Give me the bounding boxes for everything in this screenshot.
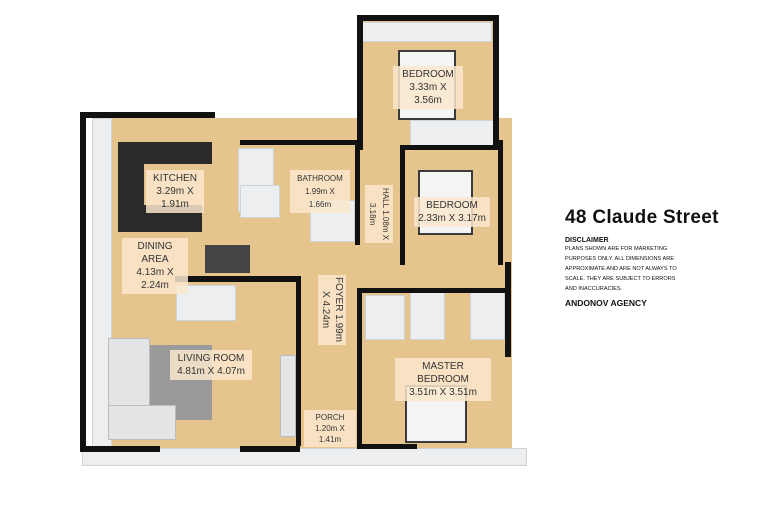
agency-name: ANDONOV AGENCY: [565, 298, 647, 308]
wall: [355, 145, 360, 245]
wall: [80, 112, 86, 452]
wall: [175, 276, 300, 282]
wall-face: [82, 448, 527, 466]
wall: [296, 276, 301, 446]
room-name: MASTER BEDROOM: [417, 361, 469, 385]
room-size: 1.99m X 1.66m: [305, 187, 335, 209]
room-label-bedroom-top: BEDROOM 3.33m X 3.56m: [393, 66, 463, 109]
wall: [105, 112, 215, 118]
room-size: 4.13m X 2.24m: [136, 267, 174, 291]
info-panel: 48 Claude Street DISCLAIMER Plans shown …: [565, 207, 765, 308]
room-size: 2.33m X 3.17m: [418, 213, 486, 224]
room-name: FOYER: [333, 277, 344, 312]
dining-table: [205, 245, 250, 273]
room-size: 4.81m X 4.07m: [177, 366, 245, 377]
room-name: HALL: [381, 187, 390, 208]
room-label-living: LIVING ROOM 4.81m X 4.07m: [170, 350, 252, 380]
room-size: 1.99m X 4.24m: [320, 291, 344, 343]
wall: [80, 112, 110, 118]
wall: [240, 140, 360, 145]
room-label-porch: PORCH 1.20m X 1.41m: [304, 410, 356, 447]
room-name: BEDROOM: [402, 69, 454, 80]
wall: [357, 15, 497, 21]
room-size: 1.08m X 3.18m: [368, 202, 390, 241]
wall: [505, 262, 511, 357]
room-name: DINING AREA: [137, 241, 173, 265]
disclaimer-text: Plans shown are for marketing purposes o…: [565, 246, 677, 292]
sofa: [108, 405, 176, 440]
room-name: BATHROOM: [297, 174, 343, 183]
room-label-master: MASTER BEDROOM 3.51m X 3.51m: [395, 358, 491, 401]
wall: [400, 145, 405, 265]
wall: [80, 446, 160, 452]
room-name: KITCHEN: [153, 173, 197, 184]
wall: [357, 288, 362, 448]
room-label-kitchen: KITCHEN 3.29m X 1.91m: [146, 170, 204, 213]
room-size: 3.33m X 3.56m: [409, 82, 447, 106]
disclaimer-heading: DISCLAIMER: [565, 237, 609, 244]
room-label-bathroom: BATHROOM 1.99m X 1.66m: [290, 170, 350, 213]
room-name: PORCH: [315, 413, 345, 422]
wall: [400, 145, 500, 150]
tv-unit: [280, 355, 296, 437]
wall: [493, 15, 499, 145]
room-size: 1.20m X 1.41m: [315, 424, 345, 444]
wall: [357, 444, 417, 449]
wall-face: [365, 295, 405, 340]
room-name: LIVING ROOM: [177, 353, 245, 364]
room-label-bedroom-2: BEDROOM 2.33m X 3.17m: [414, 197, 490, 227]
wall: [357, 15, 363, 150]
room-size: 3.51m X 3.51m: [409, 387, 477, 398]
property-title: 48 Claude Street: [565, 207, 719, 228]
wall: [498, 140, 503, 265]
wall: [360, 288, 510, 293]
wall-face: [410, 120, 495, 146]
room-label-foyer: FOYER 1.99m X 4.24m: [318, 275, 346, 345]
room-size: 3.29m X 1.91m: [156, 186, 194, 210]
wall-face: [362, 22, 492, 42]
wall-face: [470, 292, 505, 340]
wall: [240, 446, 300, 452]
room-name: BEDROOM: [426, 200, 478, 211]
wall-face: [240, 185, 280, 218]
wall-face: [410, 292, 445, 340]
room-label-hall: HALL 1.08m X 3.18m: [365, 185, 393, 243]
